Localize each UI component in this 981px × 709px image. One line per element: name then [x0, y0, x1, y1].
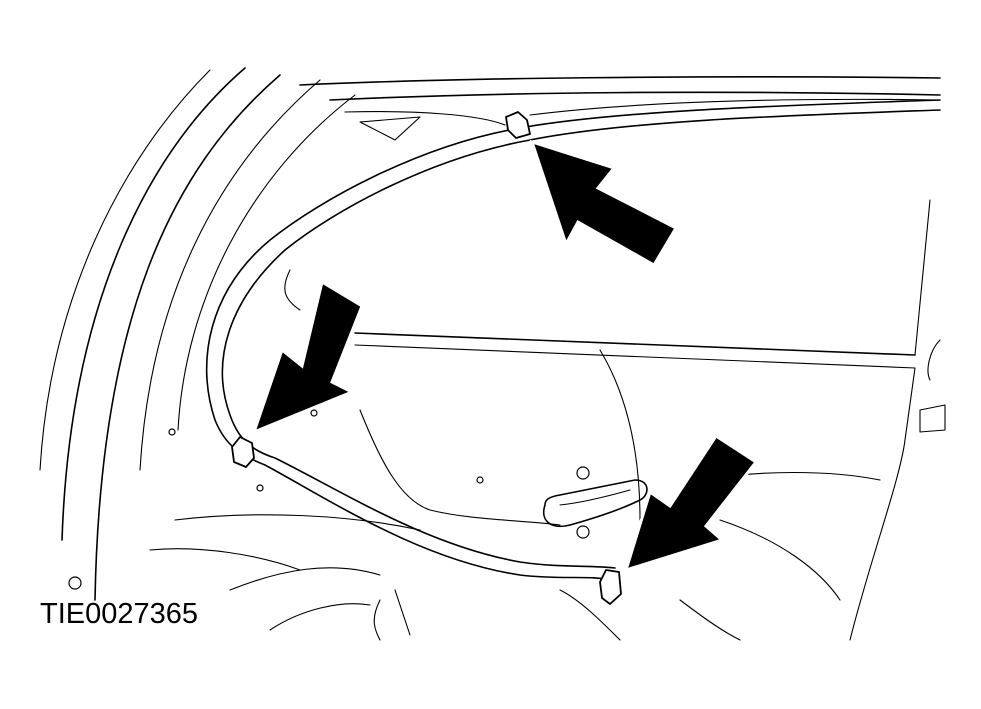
body-panel-arcs [39, 67, 356, 601]
clip-bottom [599, 569, 622, 605]
figure-id-label: TIE0027365 [40, 598, 199, 630]
clip-left [231, 436, 255, 468]
callout-arrows [251, 139, 759, 573]
roof-edge-lines [299, 76, 941, 141]
door-striker [543, 466, 648, 539]
mounting-holes [68, 409, 484, 590]
arrow-bottom-clip [623, 433, 759, 573]
clip-top [505, 111, 531, 139]
trim-panel [149, 199, 946, 641]
arrow-top-clip [529, 139, 679, 268]
arrow-left-clip [251, 279, 364, 435]
harness-clips [231, 111, 622, 605]
wiring-harness [205, 99, 941, 581]
